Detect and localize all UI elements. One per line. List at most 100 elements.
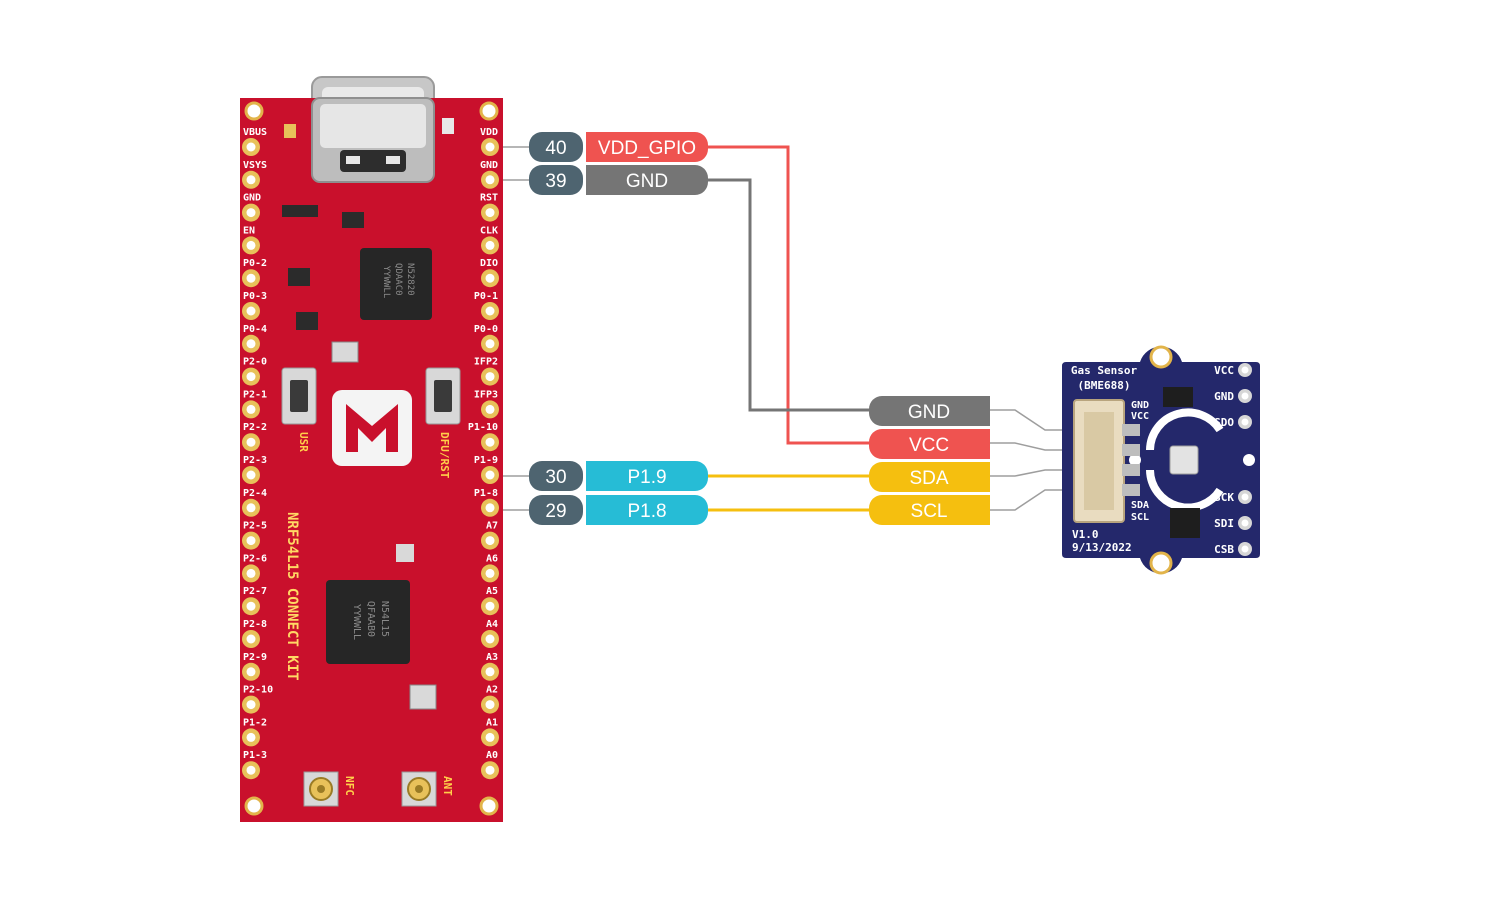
right-pin-ifp2: IFP2 — [474, 357, 499, 386]
label-row-gnd: 39 GND — [529, 165, 708, 195]
sensor-signal: SCL — [911, 501, 948, 522]
sensor-signal: SDA — [909, 468, 948, 489]
left-pin-p2-0: P2-0 — [242, 357, 267, 386]
right-pin-label: GND — [480, 160, 498, 171]
usr-button[interactable] — [281, 367, 317, 425]
board-signal: P1.9 — [627, 467, 666, 488]
right-pin-label: A7 — [486, 521, 498, 532]
sensor-date: 9/13/2022 — [1072, 541, 1132, 554]
right-pin-a2: A2 — [481, 685, 499, 714]
sensor-pin-label: VCC — [1214, 364, 1234, 377]
left-pin-p2-7: P2-7 — [242, 586, 267, 616]
sensor-pin-sdo: SDO — [1214, 415, 1252, 429]
right-pin-label: IFP2 — [474, 357, 498, 368]
dfu-button[interactable] — [425, 367, 461, 425]
connector-gnd-label: GND — [1131, 400, 1149, 411]
chip-main-label: N54L15 QFAAB0 YYWWLL — [351, 601, 390, 643]
left-pin-label: P0-4 — [243, 324, 267, 335]
left-pin-en: EN — [242, 225, 260, 255]
right-pin-label: DIO — [480, 258, 498, 269]
bme688-chip — [1169, 445, 1199, 475]
left-pin-p2-1: P2-1 — [242, 389, 267, 419]
right-pin-a1: A1 — [481, 717, 499, 747]
right-pin-p1-8: P1-8 — [474, 488, 499, 517]
left-pin-label: P2-10 — [243, 685, 273, 696]
sensor-signal: GND — [908, 402, 950, 423]
sensor-label-scl: SCL — [869, 495, 990, 525]
sensor-pin-sck: SCK — [1214, 490, 1252, 504]
right-pin-vdd: VDD — [480, 127, 499, 156]
wire-vcc — [708, 145, 870, 445]
right-pin-label: VDD — [480, 127, 498, 138]
connector-sda-label: SDA — [1131, 500, 1149, 511]
right-pin-a6: A6 — [481, 553, 499, 583]
right-pin-p0-0: P0-0 — [474, 324, 499, 353]
nfc-label: NFC — [343, 776, 356, 796]
left-pin-p2-10: P2-10 — [242, 685, 273, 714]
chip-top-label: N52820 QDAAC0 YYWWLL — [381, 263, 415, 301]
sensor-pin-label: SDI — [1214, 517, 1234, 530]
sensor-pin-label: SDO — [1214, 416, 1234, 429]
pin-number: 40 — [545, 138, 566, 159]
board-signal-badge — [586, 165, 708, 195]
right-pin-label: P1-8 — [474, 488, 498, 499]
label-row-p18: 29 P1.8 — [529, 495, 708, 525]
ant-connector — [401, 771, 437, 807]
left-pin-vbus: VBUS — [242, 127, 267, 156]
right-pin-label: A4 — [486, 619, 498, 630]
right-pin-label: CLK — [480, 225, 498, 236]
wire-gnd — [708, 178, 870, 412]
board-name: NRF54L15 CONNECT KIT — [284, 512, 300, 681]
right-pin-a3: A3 — [481, 652, 499, 681]
mcu-board: VBUS VSYS GND EN P0-2P0-3P0-4P2-0P2-1P2-2P2-… — [240, 76, 503, 822]
left-pin-p2-2: P2-2 — [242, 422, 267, 452]
left-pin-p1-2: P1-2 — [242, 717, 267, 747]
dfu-label: DFU/RST — [438, 432, 451, 479]
ant-label: ANT — [441, 776, 454, 796]
left-pin-label: P2-9 — [243, 652, 267, 663]
left-pin-label: P2-7 — [243, 586, 267, 597]
board-signal-badge — [586, 495, 708, 525]
left-pin-p0-3: P0-3 — [242, 291, 267, 320]
board-signal: GND — [626, 171, 668, 192]
connector-vcc-label: VCC — [1131, 411, 1149, 422]
left-pin-label: P2-2 — [243, 422, 267, 433]
chip-n54l15 — [326, 580, 410, 664]
gas-sensor-board: Gas Sensor (BME688) GND VCC SDA SCL VCCG… — [1062, 345, 1260, 575]
label-row-vdd: 40 VDD_GPIO — [529, 132, 708, 162]
sensor-pin-label: SCK — [1214, 491, 1234, 504]
left-pin-p0-4: P0-4 — [242, 324, 267, 353]
left-pin-label: P2-4 — [243, 488, 267, 499]
right-pin-label: A0 — [486, 750, 498, 761]
sensor-pin-label: CSB — [1214, 543, 1234, 556]
left-pin-p2-8: P2-8 — [242, 619, 267, 648]
brand-logo — [332, 390, 412, 466]
board-signal: P1.8 — [627, 501, 666, 522]
left-pin-label: P1-3 — [243, 750, 267, 761]
right-pin-label: P0-1 — [474, 291, 498, 302]
left-pin-p2-5: P2-5 — [242, 521, 267, 550]
wires — [490, 145, 1080, 512]
right-pin-label: A2 — [486, 685, 498, 696]
left-pin-p2-6: P2-6 — [242, 553, 267, 583]
right-pin-clk: CLK — [480, 225, 499, 255]
pin-number-badge — [529, 132, 583, 162]
left-pin-label: VSYS — [243, 160, 267, 171]
right-pin-p1-9: P1-9 — [474, 455, 499, 484]
sensor-subtitle: (BME688) — [1078, 379, 1131, 392]
left-pin-label: P0-3 — [243, 291, 267, 302]
left-pin-label: P0-2 — [243, 258, 267, 269]
nfc-connector — [303, 771, 339, 807]
sensor-pin-sdi: SDI — [1214, 516, 1252, 530]
right-pin-gnd: GND — [480, 160, 499, 189]
right-pin-label: A3 — [486, 652, 498, 663]
pin-number: 29 — [545, 501, 566, 522]
right-pin-label: P1-9 — [474, 455, 498, 466]
pin-number-badge — [529, 495, 583, 525]
chip-n52820 — [360, 248, 432, 320]
left-pin-p2-4: P2-4 — [242, 488, 267, 517]
left-pin-label: EN — [243, 225, 255, 236]
right-pin-label: IFP3 — [474, 389, 498, 400]
right-pin-label: A1 — [486, 717, 498, 728]
right-pin-label: RST — [480, 193, 498, 204]
